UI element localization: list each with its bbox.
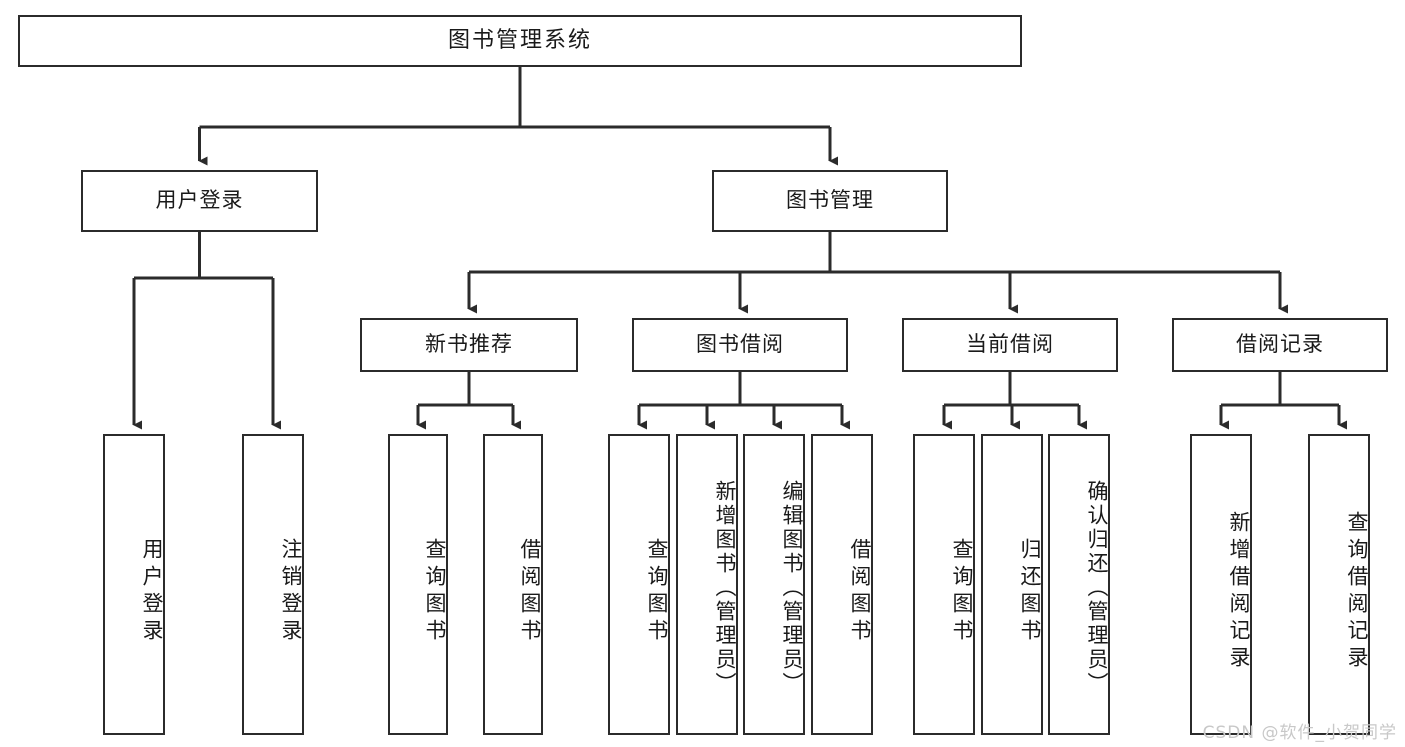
node-leaf-add-record[interactable]: 新增借阅记录 <box>1190 434 1252 735</box>
node-root-图书管理系统[interactable]: 图书管理系统 <box>18 15 1022 67</box>
node-label: 图书管理 <box>786 188 874 213</box>
node-label: 用户登录 <box>155 188 244 213</box>
node-leaf-borrow-book-1[interactable]: 借阅图书 <box>483 434 543 735</box>
node-label: 图书借阅 <box>696 332 784 357</box>
node-book-borrow[interactable]: 图书借阅 <box>632 318 848 372</box>
node-label: 新增借阅记录 <box>1227 510 1251 673</box>
node-label: 编辑图书（管理员） <box>780 479 804 696</box>
node-label: 注销登录 <box>279 537 303 646</box>
node-leaf-add-book[interactable]: 新增图书（管理员） <box>676 434 738 735</box>
node-label: 用户登录 <box>140 537 164 646</box>
node-borrow-record[interactable]: 借阅记录 <box>1172 318 1388 372</box>
node-leaf-query-book-3[interactable]: 查询图书 <box>913 434 975 735</box>
node-leaf-query-book-1[interactable]: 查询图书 <box>388 434 448 735</box>
node-label: 新书推荐 <box>425 332 513 357</box>
node-label: 图书管理系统 <box>447 27 592 53</box>
node-current-borrow[interactable]: 当前借阅 <box>902 318 1118 372</box>
node-leaf-borrow-book-2[interactable]: 借阅图书 <box>811 434 873 735</box>
node-new-book-rec[interactable]: 新书推荐 <box>360 318 578 372</box>
node-label: 确认归还（管理员） <box>1085 479 1109 696</box>
node-label: 借阅图书 <box>518 537 542 646</box>
node-label: 借阅图书 <box>848 537 872 646</box>
node-leaf-user-login[interactable]: 用户登录 <box>103 434 165 735</box>
node-label: 查询借阅记录 <box>1345 510 1369 673</box>
node-book-manage[interactable]: 图书管理 <box>712 170 948 232</box>
node-label: 查询图书 <box>950 537 974 646</box>
node-leaf-return-book[interactable]: 归还图书 <box>981 434 1043 735</box>
node-user-login[interactable]: 用户登录 <box>81 170 318 232</box>
node-label: 借阅记录 <box>1236 332 1324 357</box>
node-label: 查询图书 <box>645 537 669 646</box>
node-label: 归还图书 <box>1018 537 1042 646</box>
node-leaf-user-logout[interactable]: 注销登录 <box>242 434 304 735</box>
node-leaf-query-record[interactable]: 查询借阅记录 <box>1308 434 1370 735</box>
node-label: 当前借阅 <box>966 332 1054 357</box>
node-leaf-query-book-2[interactable]: 查询图书 <box>608 434 670 735</box>
node-label: 查询图书 <box>423 537 447 646</box>
node-leaf-edit-book[interactable]: 编辑图书（管理员） <box>743 434 805 735</box>
node-label: 新增图书（管理员） <box>713 479 737 696</box>
node-leaf-confirm-return[interactable]: 确认归还（管理员） <box>1048 434 1110 735</box>
